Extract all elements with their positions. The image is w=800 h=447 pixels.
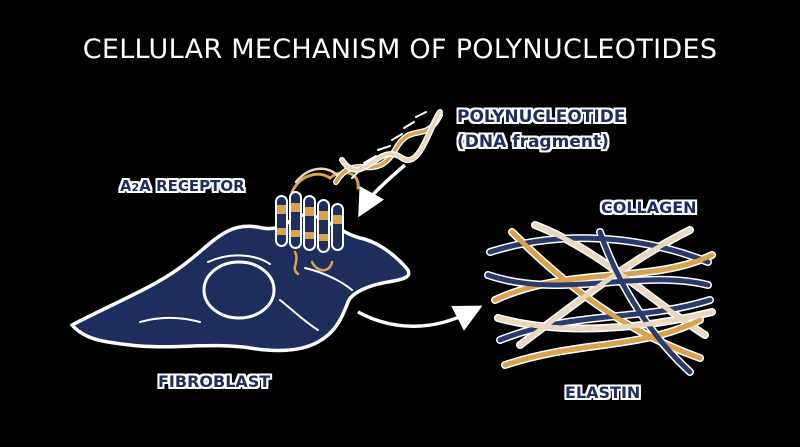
a2a-suffix: A RECEPTOR	[139, 177, 245, 195]
fiber-network	[484, 221, 716, 376]
fibroblast-label: FIBROBLAST	[158, 372, 271, 391]
collagen-label: COLLAGEN	[601, 198, 697, 217]
arrow-cell-to-fibers	[357, 305, 483, 331]
dna-fragment-label: (DNA fragment)	[457, 132, 609, 152]
a2a-subscript: 2	[131, 181, 140, 194]
dna-helix	[333, 109, 443, 185]
a2a-receptor-label: A2A RECEPTOR	[120, 177, 245, 195]
fibroblast-cell	[70, 213, 411, 353]
elastin-label: ELASTIN	[565, 383, 641, 402]
a2a-prefix: A	[120, 177, 132, 195]
arrow-dna-to-receptor	[358, 163, 407, 218]
diagram-title: CELLULAR MECHANISM OF POLYNUCLEOTIDES	[82, 34, 718, 65]
polynucleotide-label: POLYNUCLEOTIDE	[457, 107, 626, 127]
a2a-receptor	[275, 167, 360, 253]
nucleus	[202, 260, 276, 320]
